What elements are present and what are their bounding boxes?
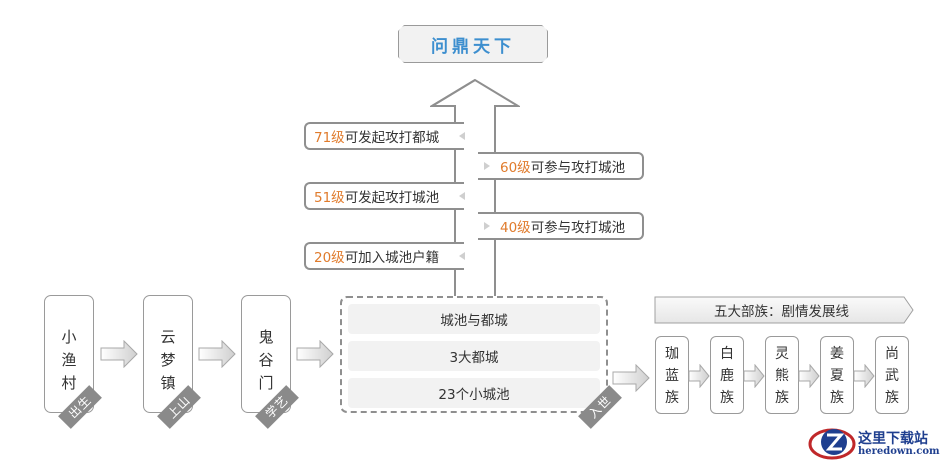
tribes-banner-label: 五大部族：剧情发展线 [714, 304, 849, 320]
small-arrow-icon [798, 364, 820, 388]
level-text: 可发起攻打城池 [344, 190, 440, 206]
pointer-right-icon [484, 222, 490, 230]
stage-char: 村 [61, 374, 77, 392]
tribe-bailu: 白 鹿 族 [710, 336, 744, 414]
level-box-51: 51级 可发起攻打城池 [304, 182, 465, 210]
stage-char: 谷 [258, 351, 274, 369]
flow-arrow-icon [100, 340, 138, 368]
tribe-char: 蓝 [665, 368, 679, 384]
level-number: 60级 [500, 160, 531, 176]
stage-char: 梦 [160, 351, 176, 369]
stage-char: 门 [258, 374, 274, 392]
goal-box: 问鼎天下 [398, 25, 548, 63]
tribe-jialan: 珈 蓝 族 [655, 336, 689, 414]
tribe-char: 族 [665, 390, 679, 406]
small-arrow-icon [853, 364, 875, 388]
tribe-jiangxia: 姜 夏 族 [820, 336, 854, 414]
flow-arrow-icon [612, 364, 650, 392]
stage-char: 云 [160, 328, 176, 346]
level-box-20: 20级 可加入城池户籍 [304, 242, 465, 270]
pointer-right-icon [484, 162, 490, 170]
city-row: 23个小城池 [348, 378, 600, 408]
level-number: 71级 [314, 130, 345, 146]
stage-char: 鬼 [258, 328, 274, 346]
stage-char: 镇 [160, 374, 176, 392]
level-text: 可发起攻打都城 [344, 130, 440, 146]
level-text: 可参与攻打城池 [530, 220, 626, 236]
tribe-char: 姜 [830, 346, 844, 362]
tribe-char: 夏 [830, 368, 844, 384]
tribe-char: 熊 [775, 368, 789, 384]
flow-arrow-icon [296, 340, 334, 368]
tribe-char: 尚 [885, 346, 899, 362]
tribe-shangwu: 尚 武 族 [875, 336, 909, 414]
level-box-40: 40级 可参与攻打城池 [478, 212, 644, 240]
stage-char: 小 [61, 328, 77, 346]
tribes-banner-shape [654, 296, 914, 324]
city-row: 3大都城 [348, 341, 600, 371]
tribe-char: 族 [775, 390, 789, 406]
level-number: 40级 [500, 220, 531, 236]
tribe-char: 鹿 [720, 368, 734, 384]
stage-char: 渔 [61, 351, 77, 369]
level-text: 可参与攻打城池 [530, 160, 626, 176]
tribe-lingxiong: 灵 熊 族 [765, 336, 799, 414]
level-text: 可加入城池户籍 [344, 250, 440, 266]
pointer-left-icon [459, 192, 465, 200]
tribe-char: 灵 [775, 346, 789, 362]
tribe-char: 武 [885, 368, 899, 384]
pointer-left-icon [459, 252, 465, 260]
small-arrow-icon [743, 364, 765, 388]
tribe-char: 族 [720, 390, 734, 406]
pointer-left-icon [459, 132, 465, 140]
watermark-logo-icon [808, 428, 856, 460]
level-box-71: 71级 可发起攻打都城 [304, 122, 465, 150]
flow-arrow-icon [198, 340, 236, 368]
tribe-char: 珈 [665, 346, 679, 362]
small-arrow-icon [688, 364, 710, 388]
watermark-title: 这里下载站 [858, 431, 928, 447]
city-row: 城池与都城 [348, 304, 600, 334]
tribe-char: 族 [830, 390, 844, 406]
level-number: 20级 [314, 250, 345, 266]
level-number: 51级 [314, 190, 345, 206]
watermark-url: heredown.com [858, 446, 940, 457]
level-box-60: 60级 可参与攻打城池 [478, 152, 644, 180]
tribe-char: 白 [720, 346, 734, 362]
tribe-char: 族 [885, 390, 899, 406]
goal-label: 问鼎天下 [431, 36, 515, 57]
cities-group: 城池与都城 3大都城 23个小城池 [340, 296, 608, 413]
